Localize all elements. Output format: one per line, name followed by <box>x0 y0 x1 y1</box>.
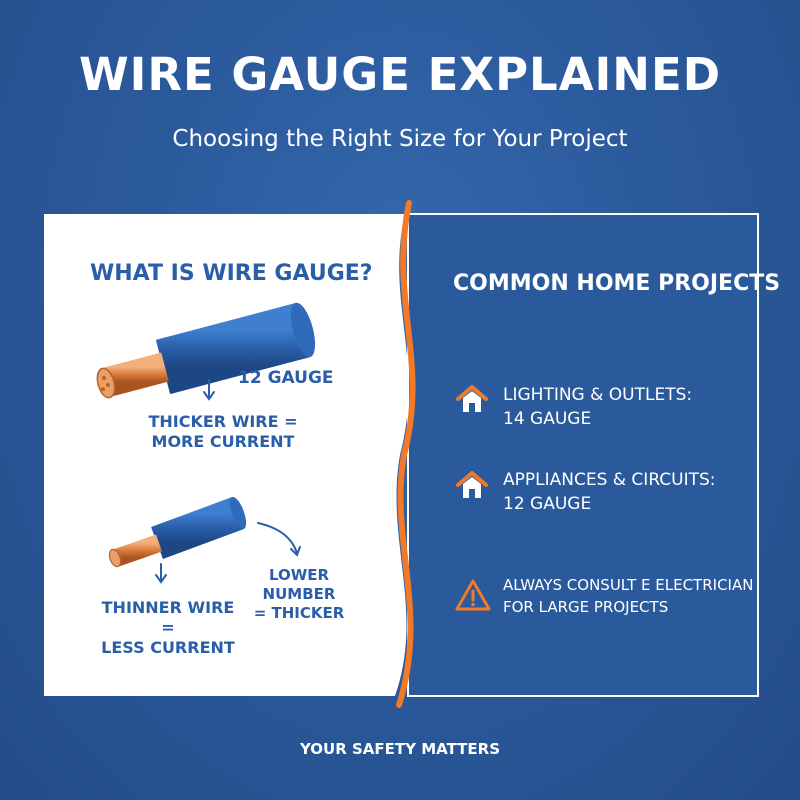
page-title: WIRE GAUGE EXPLAINED <box>78 48 722 101</box>
project-item-appliances: APPLIANCES & CIRCUITS: 12 GAUGE <box>503 470 716 516</box>
gauge-rule-line2: = THICKER <box>253 603 345 622</box>
thin-wire-note: THINNER WIRE = LESS CURRENT <box>93 598 243 658</box>
left-panel-heading: WHAT IS WIRE GAUGE? <box>90 261 373 286</box>
wave-divider <box>396 200 416 708</box>
thick-wire-note-line1: THICKER WIRE = <box>148 412 298 431</box>
warning-line1: ALWAYS CONSULT E ELECTRICIAN <box>503 576 754 594</box>
warning-line2: FOR LARGE PROJECTS <box>503 597 669 616</box>
thin-wire-note-line1: THINNER WIRE = <box>101 598 235 637</box>
thick-wire-note: THICKER WIRE = MORE CURRENT <box>148 412 298 452</box>
right-panel <box>407 213 759 697</box>
project-item-gauge: 12 GAUGE <box>503 494 592 515</box>
thick-wire-label: 12 GAUGE <box>238 368 334 388</box>
right-panel-heading: COMMON HOME PROJECTS <box>453 271 781 296</box>
page-subtitle: Choosing the Right Size for Your Project <box>172 126 628 152</box>
thick-wire-illustration <box>96 302 316 399</box>
warning-note: ALWAYS CONSULT E ELECTRICIAN FOR LARGE P… <box>503 576 753 617</box>
arrow-down-icon <box>203 379 215 401</box>
arrow-down-icon <box>155 563 167 584</box>
left-panel <box>44 214 409 696</box>
project-item-gauge: 14 GAUGE <box>503 409 592 430</box>
thin-wire-note-line2: LESS CURRENT <box>101 638 235 657</box>
gauge-rule-line1: LOWER NUMBER <box>262 566 336 603</box>
gauge-rule-note: LOWER NUMBER = THICKER <box>234 566 364 622</box>
curved-arrow-icon <box>257 522 301 557</box>
thin-wire-illustration <box>108 496 247 568</box>
house-icon <box>456 385 488 412</box>
thick-wire-note-line2: MORE CURRENT <box>151 432 295 451</box>
warning-icon <box>455 579 491 611</box>
project-item-lighting: LIGHTING & OUTLETS: 14 GAUGE <box>503 385 692 431</box>
project-item-title: LIGHTING & OUTLETS: <box>503 385 693 405</box>
project-item-title: APPLIANCES & CIRCUITS: <box>503 470 716 490</box>
house-icon <box>456 471 488 498</box>
footer-text: YOUR SAFETY MATTERS <box>299 740 501 758</box>
